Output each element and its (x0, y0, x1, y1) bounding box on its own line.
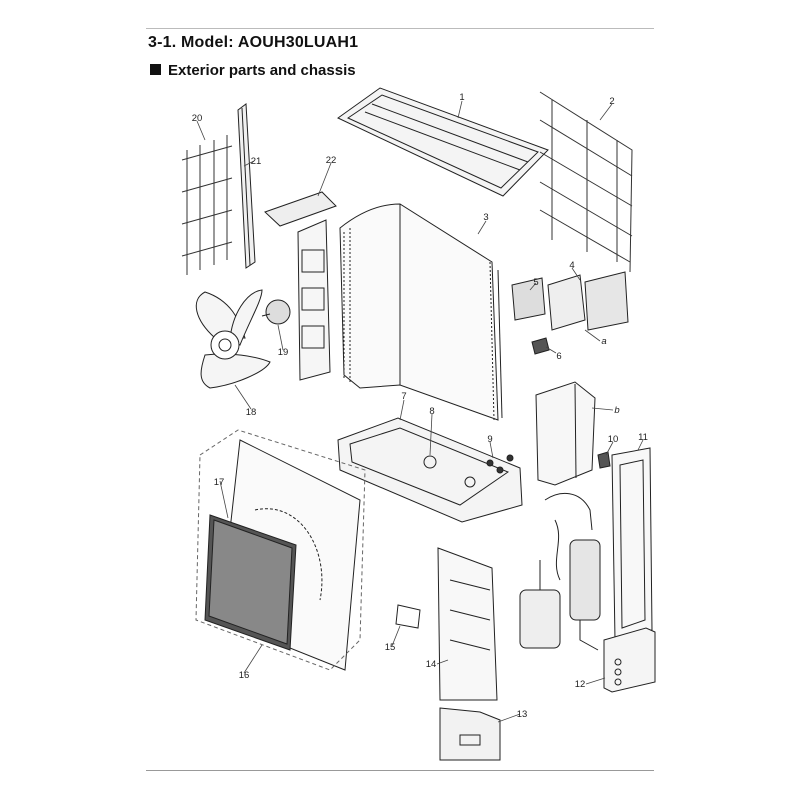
square-bullet-icon (150, 64, 161, 75)
top-rule (146, 28, 654, 29)
callout-10: 10 (608, 434, 619, 445)
part-fan (195, 289, 271, 389)
callout-b: b (614, 405, 619, 416)
part-side-guard (181, 135, 233, 275)
callout-1: 1 (459, 92, 464, 103)
part-motor-bracket (264, 191, 337, 381)
section-heading-label: Exterior parts and chassis (168, 62, 356, 79)
part-control-box (511, 271, 629, 355)
part-top-panel (337, 87, 549, 197)
part-compressor-assembly (519, 492, 601, 651)
callout-8: 8 (429, 406, 434, 417)
part-terminal-cover (603, 627, 656, 693)
page-title: 3-1. Model: AOUH30LUAH1 (148, 34, 359, 51)
callout-19: 19 (278, 347, 289, 358)
part-heat-exchanger (339, 203, 503, 421)
callout-9: 9 (487, 434, 492, 445)
part-bottom-cover (439, 707, 501, 761)
part-base-pan (337, 417, 523, 523)
part-label-plate (395, 604, 421, 629)
callout-15: 15 (385, 642, 396, 653)
part-clip (597, 451, 611, 469)
part-rear-guard (539, 91, 633, 273)
callout-18: 18 (246, 407, 257, 418)
callout-2: 2 (609, 96, 614, 107)
callout-a: a (601, 336, 606, 347)
part-pillar (237, 103, 256, 269)
callout-17: 17 (214, 477, 225, 488)
callout-labels: 1 2 3 4 5 6 7 8 9 10 11 12 13 14 15 16 1… (192, 92, 648, 720)
callout-22: 22 (326, 155, 337, 166)
front-group-outline (195, 429, 366, 671)
callout-7: 7 (401, 391, 406, 402)
part-fan-motor (261, 299, 291, 325)
callout-6: 6 (556, 351, 561, 362)
section-heading: Exterior parts and chassis (150, 62, 356, 79)
bottom-rule (146, 770, 654, 771)
callout-11: 11 (638, 432, 648, 443)
callout-4: 4 (569, 260, 574, 271)
callout-3: 3 (483, 212, 488, 223)
callout-21: 21 (251, 156, 262, 167)
part-front-service-panel (437, 547, 498, 701)
callout-16: 16 (239, 670, 250, 681)
callout-14: 14 (426, 659, 437, 670)
part-front-grille (204, 514, 297, 651)
callout-12: 12 (575, 679, 586, 690)
part-side-panel (535, 381, 596, 486)
callout-13: 13 (517, 709, 528, 720)
leader-lines (196, 100, 644, 723)
part-service-panel (611, 447, 653, 641)
callout-20: 20 (192, 113, 203, 124)
callout-5: 5 (533, 277, 538, 288)
